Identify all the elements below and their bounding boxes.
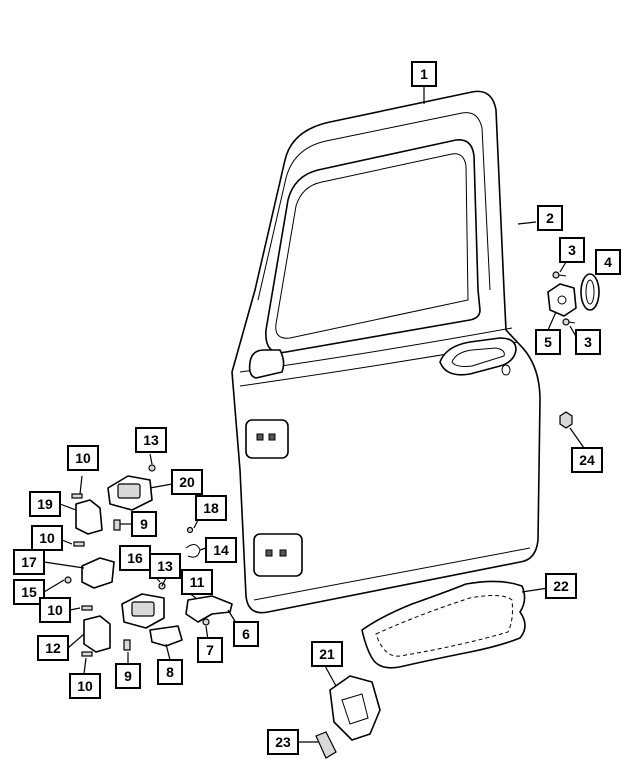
bracket-21	[329, 675, 381, 741]
callout-18: 18	[195, 495, 227, 521]
nut-24	[559, 411, 573, 429]
lower-hinge	[121, 582, 166, 629]
callout-4: 4	[595, 249, 621, 275]
callout-8: 8	[157, 659, 183, 685]
callout-6: 6	[233, 621, 259, 647]
callout-5: 5	[535, 329, 561, 355]
leader-lines	[43, 86, 599, 743]
callout-15: 15	[13, 579, 45, 605]
callout-1: 1	[411, 61, 437, 87]
callout-label: 1	[420, 66, 428, 82]
callout-label: 2	[546, 210, 554, 226]
callout-24: 24	[571, 447, 603, 473]
striker-assembly	[547, 273, 600, 317]
callout-14: 14	[205, 537, 237, 563]
wire-clip-14	[185, 526, 201, 558]
callout-label: 7	[206, 642, 214, 658]
callout-19: 19	[29, 491, 61, 517]
callout-21: 21	[311, 641, 343, 667]
bolts-upper	[71, 464, 156, 547]
callout-23: 23	[267, 729, 299, 755]
upper-hinge	[107, 475, 153, 511]
check-strap	[64, 557, 115, 589]
callout-20: 20	[171, 469, 203, 495]
callout-label: 17	[21, 554, 37, 570]
callout-2: 2	[537, 205, 563, 231]
callout-label: 10	[39, 530, 55, 546]
callout-label: 13	[143, 432, 159, 448]
callout-label: 9	[140, 516, 148, 532]
callout-label: 8	[166, 664, 174, 680]
callout-11: 11	[181, 569, 213, 595]
hinge-plate-12	[81, 605, 111, 657]
callout-label: 16	[127, 550, 143, 566]
callout-label: 20	[179, 474, 195, 490]
callout-13-b: 13	[149, 553, 181, 579]
callout-label: 3	[568, 242, 576, 258]
screw-top	[552, 271, 567, 279]
callout-label: 11	[190, 574, 205, 590]
callout-label: 18	[203, 500, 219, 516]
bracket-8	[149, 625, 183, 647]
callout-22: 22	[545, 573, 577, 599]
callout-label: 4	[604, 254, 612, 270]
callout-12: 12	[37, 635, 69, 661]
callout-10-a: 10	[67, 445, 99, 471]
callout-9-b: 9	[115, 663, 141, 689]
callout-label: 10	[75, 450, 91, 466]
callout-10-c: 10	[39, 597, 71, 623]
callout-label: 22	[553, 578, 569, 594]
door-shell	[231, 90, 541, 614]
callout-label: 19	[37, 496, 53, 512]
callout-label: 14	[213, 542, 229, 558]
callout-17: 17	[13, 549, 45, 575]
hinge-pin-lower	[123, 639, 131, 651]
callout-10-d: 10	[69, 673, 101, 699]
callout-label: 9	[124, 668, 132, 684]
callout-label: 10	[77, 678, 93, 694]
hinge-plate-19	[75, 499, 103, 535]
callout-3-bottom: 3	[575, 329, 601, 355]
small-clip-7	[202, 618, 210, 626]
callout-label: 21	[319, 646, 335, 662]
water-shield	[361, 580, 526, 669]
callout-9-a: 9	[131, 511, 157, 537]
screw-bottom	[562, 318, 576, 326]
callout-10-b: 10	[31, 525, 63, 551]
callout-label: 10	[47, 602, 63, 618]
callout-label: 5	[544, 334, 552, 350]
callout-label: 13	[157, 558, 173, 574]
callout-16: 16	[119, 545, 151, 571]
part-23	[315, 731, 337, 759]
callout-3-top: 3	[559, 237, 585, 263]
callout-7: 7	[197, 637, 223, 663]
callout-label: 6	[242, 626, 250, 642]
callout-label: 12	[45, 640, 61, 656]
callout-label: 24	[579, 452, 595, 468]
callout-13-a: 13	[135, 427, 167, 453]
callout-label: 3	[584, 334, 592, 350]
bracket-11	[185, 595, 233, 623]
callout-label: 23	[275, 734, 291, 750]
callout-label: 15	[21, 584, 37, 600]
